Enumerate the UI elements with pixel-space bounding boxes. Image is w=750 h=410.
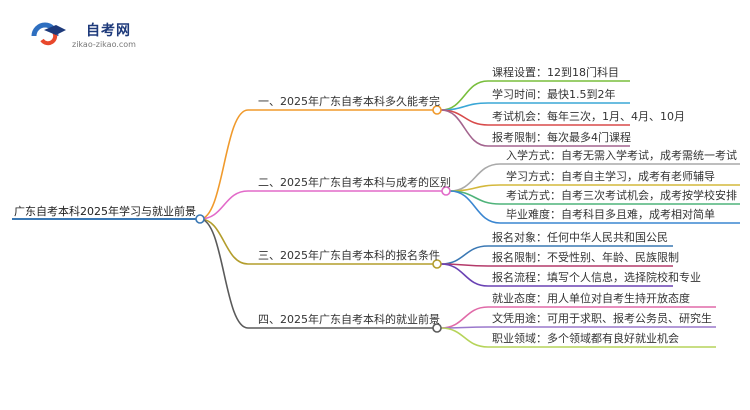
leaf-2-4-connector: [449, 190, 501, 224]
leaf-3-2: 报名限制：不受性别、年龄、民族限制: [492, 251, 679, 264]
branch-2-connector: [199, 190, 249, 220]
leaf-2-1: 入学方式：自考无需入学考试，成考需统一考试: [506, 149, 737, 162]
branch-1-connector: [199, 109, 249, 220]
branch-2-label: 二、2025年广东自考本科与成考的区别: [258, 176, 451, 189]
branch-4-label: 四、2025年广东自考本科的就业前景: [258, 313, 440, 326]
branch-3-connector: [199, 218, 249, 265]
branch-3-label: 三、2025年广东自考本科的报名条件: [258, 249, 440, 262]
graduation-cap-logo-icon: [31, 22, 66, 46]
branch-3-node: [432, 259, 442, 269]
leaf-3-1-connector: [440, 245, 489, 265]
leaf-4-3-connector: [440, 327, 489, 348]
leaf-1-2-connector: [440, 102, 489, 111]
branch-2-node: [441, 186, 451, 196]
leaf-3-3: 报名流程：填写个人信息，选择院校和专业: [492, 271, 701, 284]
branch-1-label: 一、2025年广东自考本科多久能考完: [258, 95, 440, 108]
root-node-label: 广东自考本科2025年学习与就业前景: [14, 205, 196, 218]
leaf-2-2-connector: [449, 184, 501, 192]
root-node: [195, 214, 205, 224]
logo-url: zikao-zikao.com: [72, 40, 136, 49]
leaf-2-4: 毕业难度：自考科目多且难，成考相对简单: [506, 208, 715, 221]
site-logo[interactable]: 自考网 zikao-zikao.com: [30, 18, 170, 52]
leaf-3-1: 报名对象：任何中华人民共和国公民: [492, 231, 668, 244]
leaf-1-4: 报考限制：每次最多4门课程: [492, 131, 631, 144]
leaf-1-3-connector: [440, 109, 489, 126]
leaf-4-2: 文凭用途：可用于求职、报考公务员、研究生: [492, 312, 712, 325]
leaf-1-1-connector: [440, 80, 489, 111]
leaf-1-3: 考试机会：每年三次，1月、4月、10月: [492, 110, 685, 123]
leaf-1-1: 课程设置：12到18门科目: [492, 66, 619, 79]
leaf-3-3-connector: [440, 263, 489, 287]
logo-title: 自考网: [86, 23, 131, 39]
branch-1-node: [432, 105, 442, 115]
leaf-1-4-connector: [440, 109, 489, 147]
leaf-2-3: 考试方式：自考三次考试机会，成考按学校安排: [506, 189, 737, 202]
leaf-4-1-connector: [440, 306, 489, 329]
leaf-2-1-connector: [449, 163, 501, 192]
branch-4-node: [432, 323, 442, 333]
leaf-1-2: 学习时间：最快1.5到2年: [492, 88, 616, 101]
leaf-4-3: 职业领域：多个领域都有良好就业机会: [492, 332, 679, 345]
branch-4-connector: [199, 218, 249, 329]
leaf-4-1: 就业态度：用人单位对自考生持开放态度: [492, 292, 690, 305]
leaf-2-2: 学习方式：自考自主学习，成考有老师辅导: [506, 170, 715, 183]
